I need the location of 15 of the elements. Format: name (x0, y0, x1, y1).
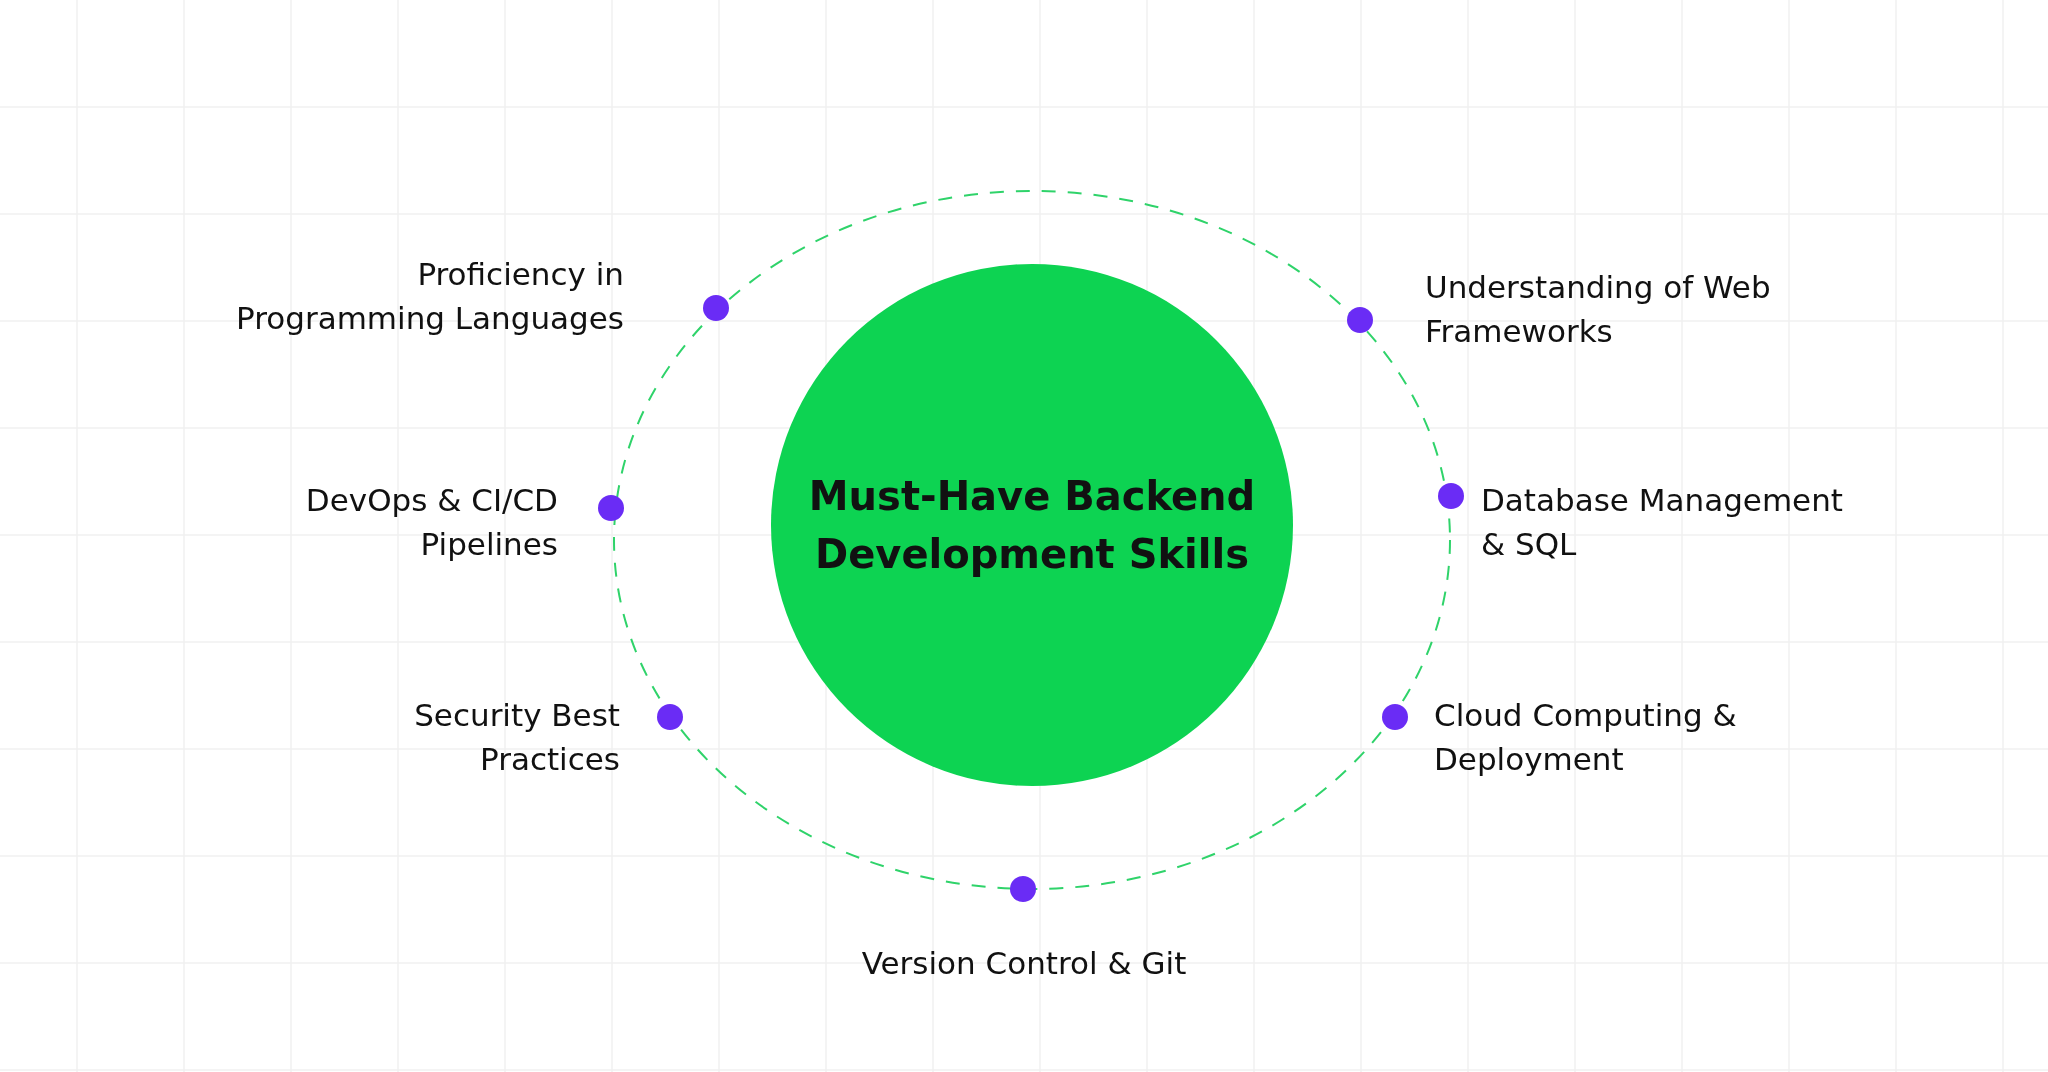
marker-dot (1347, 307, 1373, 333)
skill-label: Proficiency in Programming Languages (235, 255, 624, 338)
title-text: Must-Have Backend Development Skills (807, 472, 1257, 579)
marker-dot (1010, 876, 1036, 902)
marker-dot (1438, 483, 1464, 509)
skill-label: DevOps & CI/CD Pipelines (304, 481, 558, 564)
skill-label: Database Management & SQL (1481, 481, 1844, 564)
marker-dot (703, 295, 729, 321)
skill-label: Cloud Computing & Deployment (1434, 696, 1738, 779)
skill-label: Security Best Practices (413, 696, 620, 779)
marker-dot (1382, 704, 1408, 730)
skill-label: Understanding of Web Frameworks (1425, 268, 1772, 351)
marker-dot (657, 704, 683, 730)
skill-label: Version Control & Git (860, 944, 1188, 983)
marker-dot (598, 495, 624, 521)
